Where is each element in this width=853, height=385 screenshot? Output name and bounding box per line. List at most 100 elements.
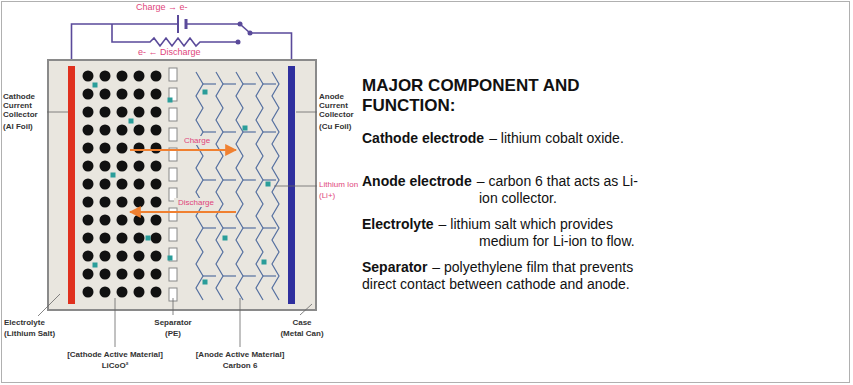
anode-collector [288, 66, 295, 304]
carbon-chain [196, 72, 203, 300]
carbon-chain [243, 227, 256, 228]
active-particle [100, 125, 111, 136]
active-particle [117, 197, 128, 208]
definition: – polyethylene film that prevents direct… [362, 259, 640, 293]
carbon-chain [203, 83, 216, 84]
active-particle [117, 251, 128, 262]
cathode-collector [68, 66, 75, 304]
separator-segment [169, 68, 177, 81]
active-particle [134, 107, 145, 118]
term: Cathode electrode [362, 130, 484, 147]
active-particle [100, 71, 111, 82]
carbon-chain [203, 227, 216, 228]
active-particle [151, 71, 162, 82]
definition: – lithium cobalt oxide. [479, 130, 640, 147]
part-note: (Cu Foil) [319, 122, 361, 131]
lithium-ion [129, 119, 134, 124]
active-particle [151, 287, 162, 298]
definition: – carbon 6 that acts as Li-ion collector… [479, 173, 640, 207]
active-particle [83, 161, 94, 172]
carbon-chain [223, 83, 236, 84]
active-particle [100, 215, 111, 226]
leader-lines [38, 112, 317, 347]
active-particle [117, 125, 128, 136]
part-name: Separator [143, 318, 203, 327]
carbon-chain [256, 72, 263, 300]
separator-segment [169, 228, 177, 241]
part-name: Lithium Ion [319, 180, 361, 189]
carbon-chain [263, 131, 276, 132]
active-particle [134, 251, 145, 262]
part-name: [Cathode Active Material] [52, 350, 178, 359]
active-particle [100, 143, 111, 154]
charge-arrow [130, 149, 236, 151]
active-particle [151, 269, 162, 280]
active-particle [134, 287, 145, 298]
active-particle [151, 143, 162, 154]
active-particle [151, 179, 162, 190]
case [48, 60, 316, 310]
lithium-ion [168, 98, 173, 103]
carbon-chain [223, 227, 236, 228]
carbon-chain [263, 275, 276, 276]
separator-segment [169, 128, 177, 141]
lithium-ions [93, 83, 271, 285]
active-particle [83, 215, 94, 226]
active-particle [134, 179, 145, 190]
carbon-chain [223, 275, 236, 276]
active-particle [100, 251, 111, 262]
term: Anode electrode [362, 173, 472, 190]
separator-segment [169, 208, 177, 221]
active-particle [100, 197, 111, 208]
active-particle [100, 161, 111, 172]
active-particle [83, 107, 94, 118]
active-particle [100, 233, 111, 244]
carbon-chain [243, 83, 256, 84]
active-particle [117, 179, 128, 190]
lithium-ion [243, 126, 248, 131]
active-particle [134, 161, 145, 172]
part-note: Carbon 6 [180, 361, 300, 370]
carbon-chain [203, 275, 216, 276]
term: Separator [362, 259, 427, 276]
flow-label: Charge [180, 136, 214, 145]
active-particle [117, 107, 128, 118]
active-particle [83, 269, 94, 280]
separator-segment [169, 108, 177, 121]
lithium-ion [203, 280, 208, 285]
carbon-chain [223, 179, 236, 180]
heading: MAJOR COMPONENT AND FUNCTION: [362, 76, 612, 117]
cathode-material [83, 71, 162, 298]
separator-segment [169, 268, 177, 281]
anode-material [196, 72, 279, 300]
active-particle [134, 215, 145, 226]
lithium-ion [111, 173, 116, 178]
active-particle [117, 143, 128, 154]
active-particle [100, 269, 111, 280]
carbon-chain [243, 131, 256, 132]
carbon-chain [263, 179, 276, 180]
active-particle [83, 89, 94, 100]
part-name: Case [270, 318, 334, 327]
carbon-chain [203, 131, 216, 132]
carbon-chain [203, 179, 216, 180]
lithium-ion [168, 256, 173, 261]
separator-segment [169, 168, 177, 181]
active-particle [83, 287, 94, 298]
lithium-ion [93, 263, 98, 268]
term: Electrolyte [362, 216, 434, 233]
active-particle [151, 89, 162, 100]
lithium-ion [262, 260, 267, 265]
part-note: (Metal Can) [270, 329, 334, 338]
carbon-chain [243, 179, 256, 180]
active-particle [151, 215, 162, 226]
active-particle [100, 89, 111, 100]
external-circuit [72, 15, 292, 66]
active-particle [151, 233, 162, 244]
part-note: (Li+) [319, 191, 361, 200]
part-note: LiCoO² [52, 361, 178, 370]
flow-label: Discharge [174, 198, 218, 207]
